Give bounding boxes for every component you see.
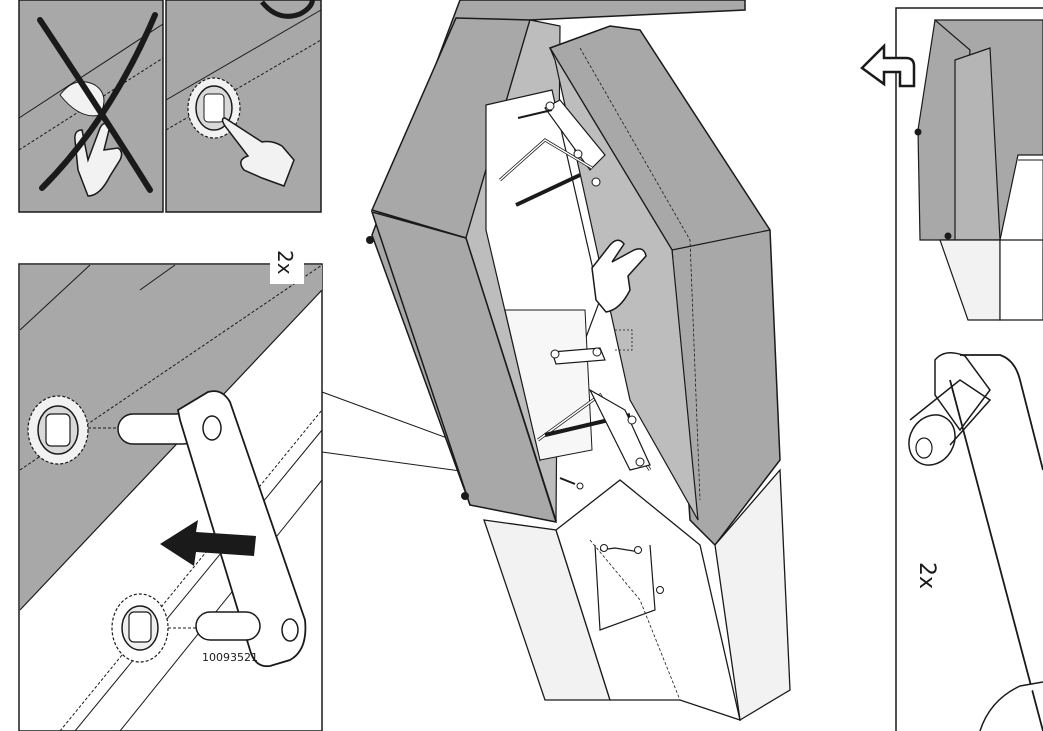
correct-method-panel xyxy=(165,0,322,213)
pointing-hand-icon xyxy=(591,239,647,313)
warning-panels xyxy=(18,0,322,213)
ok-circle-icon xyxy=(260,0,315,19)
turn-back-arrow-icon xyxy=(860,42,916,88)
right-panel: 2x xyxy=(895,7,1043,731)
cross-out-icon xyxy=(37,12,158,193)
detail-quantity-label: 2x xyxy=(273,250,297,275)
sofa-bed-open-view xyxy=(366,0,791,722)
push-arrow-icon xyxy=(160,520,256,566)
part-number-label: 10093521 xyxy=(202,651,258,664)
wrong-method-panel xyxy=(18,0,164,213)
connector-bar xyxy=(88,390,307,668)
pointing-hand-icon xyxy=(221,117,295,187)
detail-panel: 2x 10093521 xyxy=(18,248,323,731)
upper-fitting xyxy=(27,395,89,465)
right-quantity-label: 2x xyxy=(914,562,939,589)
connector-bar-enlarged xyxy=(908,352,1043,731)
hinge-mechanism-upper xyxy=(499,99,606,207)
hinge-mechanism-lower xyxy=(537,347,652,471)
lower-fitting xyxy=(111,593,169,663)
pointing-hand-icon xyxy=(74,122,123,197)
